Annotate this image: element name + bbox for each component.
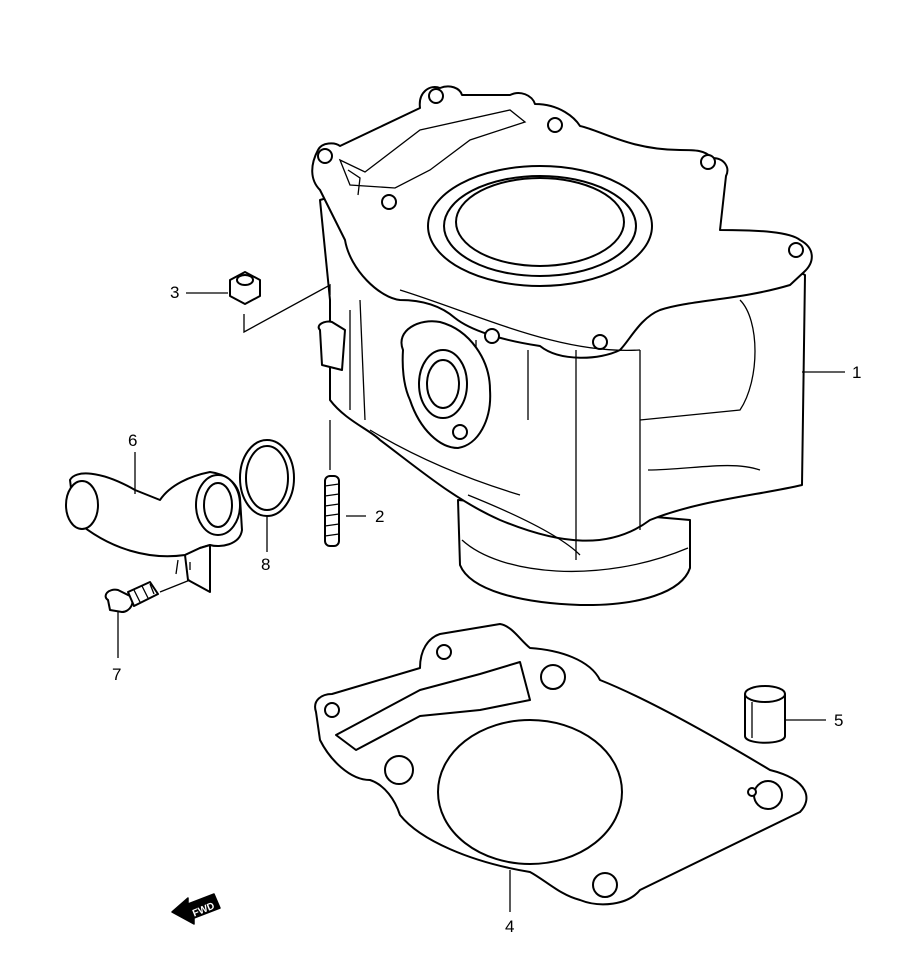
callout-3: 3 (170, 283, 179, 302)
forward-arrow-icon: FWD (171, 893, 221, 925)
callout-2: 2 (375, 507, 384, 526)
nut-part (229, 271, 331, 334)
callout-5: 5 (834, 711, 843, 730)
callout-6: 6 (128, 431, 137, 450)
gasket-part (314, 623, 808, 906)
dowel-part (744, 685, 786, 744)
callout-8: 8 (261, 555, 270, 574)
cylinder-part (311, 85, 813, 607)
callout-7: 7 (112, 665, 121, 684)
stud-part (324, 420, 340, 547)
callout-1: 1 (852, 363, 861, 382)
callout-4: 4 (505, 917, 514, 936)
water-outlet-part (65, 471, 243, 593)
o-ring-part (239, 439, 295, 517)
bolt-part (104, 579, 191, 613)
leader-lines (117, 292, 845, 912)
